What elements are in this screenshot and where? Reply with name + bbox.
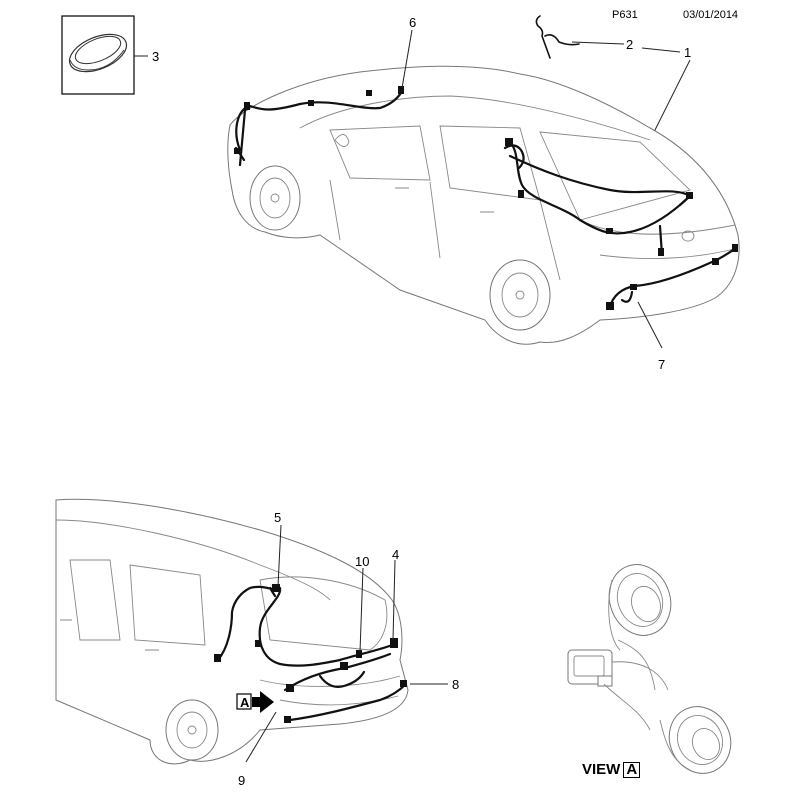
leader-5 [277,524,282,587]
leader-1b [651,59,691,137]
callout-1: 1 [684,45,691,60]
callout-10: 10 [355,554,369,569]
arrow-marker-letter: A [240,695,250,710]
callout-5: 5 [274,510,281,525]
wagon-lower-harness [283,650,408,723]
leader-6 [401,29,413,89]
view-label-prefix: VIEW [582,761,621,778]
callout-4: 4 [392,547,399,562]
sedan-bumper-harness [606,244,738,310]
view-label-letter: A [623,762,641,778]
arrow-icon [252,691,274,713]
leader-2 [571,41,625,45]
leader-9 [245,711,277,763]
leader-10 [359,567,364,653]
callout-3: 3 [152,49,159,64]
leader-7 [637,301,663,349]
harness-piece-2 [535,15,580,59]
callout-8: 8 [452,677,459,692]
sedan-roof-harness [234,86,405,167]
sedan-rear-harness [503,138,693,257]
sedan-outline [227,65,740,345]
page-code: P631 [612,9,638,21]
callout-6: 6 [409,15,416,30]
view-a-socket-detail [567,564,732,774]
callout-7: 7 [658,357,665,372]
wagon-tailgate-harness [214,584,398,667]
page-date: 03/01/2014 [683,9,739,21]
callout-9: 9 [238,773,245,788]
wagon-outline [55,498,409,765]
leader-4 [392,559,396,641]
leader-1a [641,47,681,53]
grommet-inset [61,15,135,95]
callout-2: 2 [626,37,633,52]
view-a-arrow-marker: A [236,691,274,713]
